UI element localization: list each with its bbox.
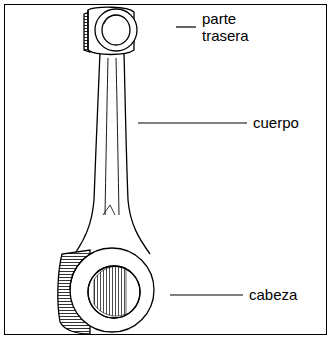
leader-line bbox=[138, 122, 247, 123]
part-label: cuerpo bbox=[253, 114, 323, 131]
small-end bbox=[84, 7, 137, 54]
rod-body bbox=[76, 52, 150, 254]
big-end bbox=[58, 248, 154, 334]
part-label: parte trasera bbox=[202, 10, 266, 44]
part-label: cabeza bbox=[249, 286, 319, 303]
leader-line bbox=[176, 26, 196, 27]
leader-lines bbox=[138, 27, 247, 295]
frame bbox=[5, 5, 327, 335]
leader-line bbox=[170, 294, 243, 295]
